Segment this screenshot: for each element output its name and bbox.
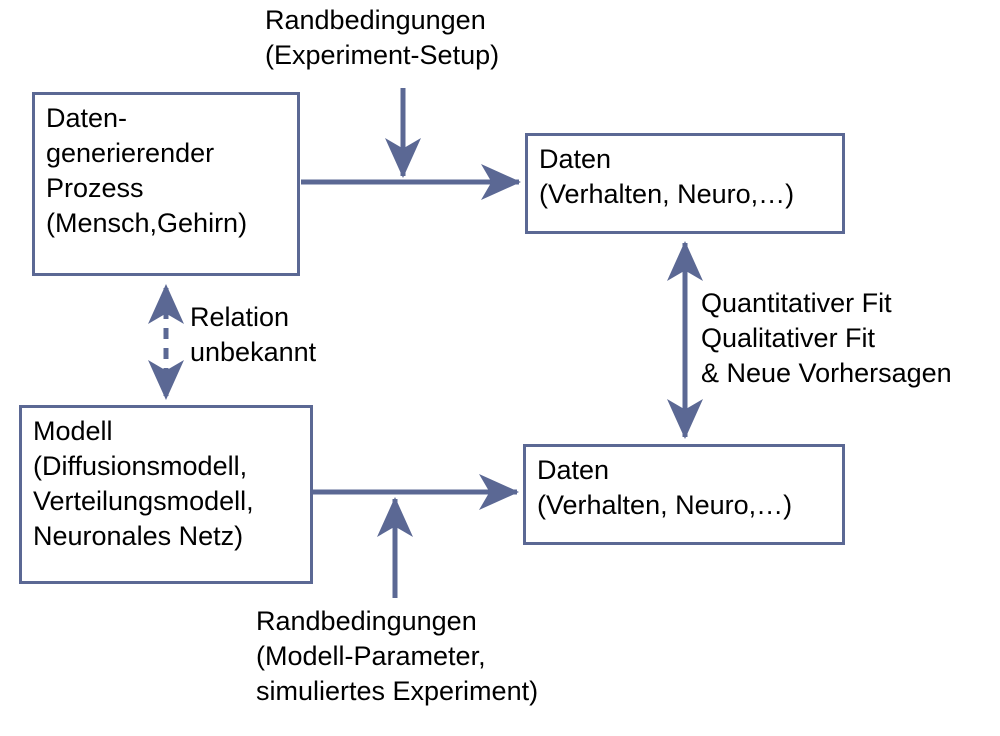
node-data-empirical-label: Daten (Verhalten, Neuro,…) bbox=[539, 144, 795, 210]
label-fit-criteria: Quantitativer Fit Qualitativer Fit & Neu… bbox=[701, 288, 952, 389]
node-data-generating-process-label: Daten- generierender Prozess (Mensch,Geh… bbox=[46, 103, 248, 239]
node-data-empirical[interactable]: Daten (Verhalten, Neuro,…) bbox=[525, 133, 845, 234]
node-model-label: Modell (Diffusionsmodell, Verteilungsmod… bbox=[33, 416, 254, 552]
node-data-simulated-label: Daten (Verhalten, Neuro,…) bbox=[537, 455, 793, 521]
node-data-generating-process[interactable]: Daten- generierender Prozess (Mensch,Geh… bbox=[32, 92, 300, 276]
label-boundary-conditions-top: Randbedingungen (Experiment-Setup) bbox=[265, 5, 500, 71]
node-model[interactable]: Modell (Diffusionsmodell, Verteilungsmod… bbox=[19, 405, 313, 584]
label-relation-unknown: Relation unbekannt bbox=[190, 302, 317, 368]
label-boundary-conditions-bottom: Randbedingungen (Modell-Parameter, simul… bbox=[256, 606, 539, 707]
node-data-simulated[interactable]: Daten (Verhalten, Neuro,…) bbox=[523, 444, 845, 545]
